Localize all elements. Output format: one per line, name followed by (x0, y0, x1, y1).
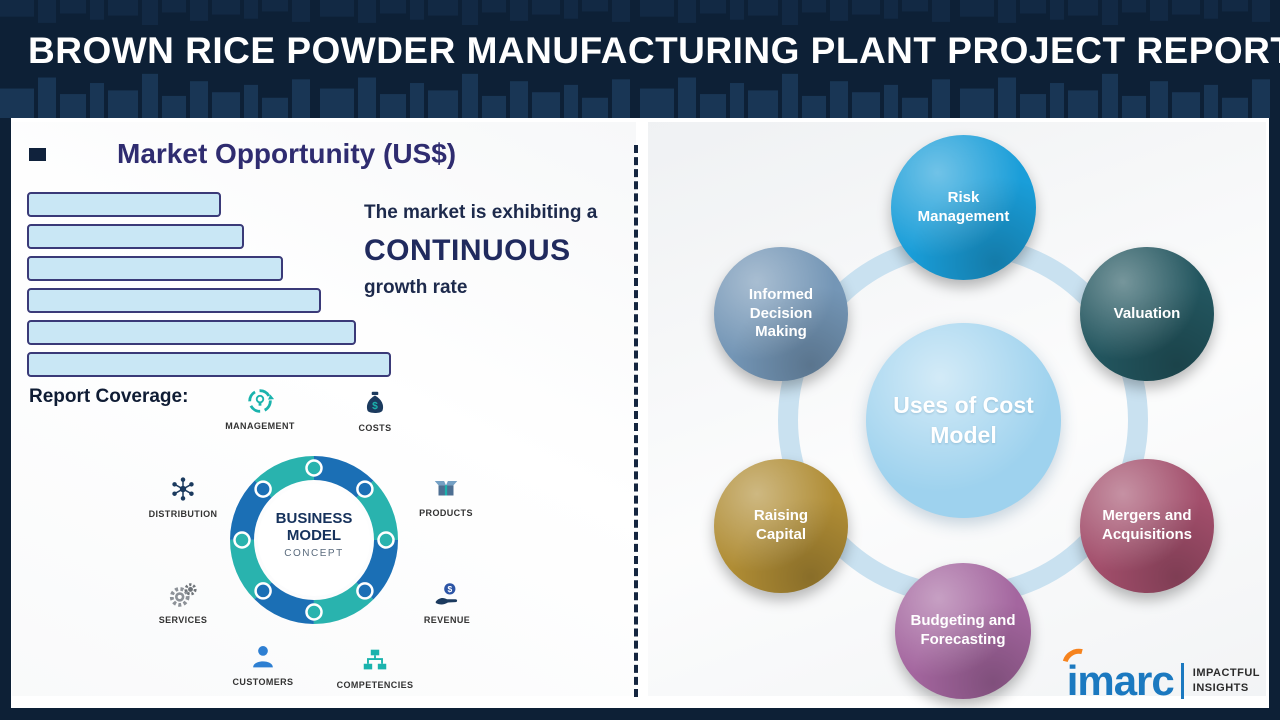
caption-line-1: The market is exhibiting a (364, 202, 598, 223)
frame-edge-left (0, 118, 11, 720)
hub-node-label: Raising Capital (753, 507, 809, 543)
bar (27, 256, 283, 281)
bm-item-costs: $ COSTS (329, 388, 421, 433)
hub-center-label: Uses of Cost Model (893, 391, 1034, 448)
bm-item-revenue: $ REVENUE (401, 580, 493, 625)
bar (27, 288, 321, 313)
distribution-icon (137, 474, 229, 506)
hub-node-label: Risk Management (917, 188, 1010, 225)
hub-node-label: Valuation (1113, 304, 1181, 322)
bm-item-management: MANAGEMENT (214, 386, 306, 431)
hub-node-budgeting-forecasting: Budgeting and Forecasting (895, 563, 1031, 699)
logo-wordmark: imarc (1056, 643, 1175, 704)
business-model-center: BUSINESS MODEL CONCEPT (254, 510, 374, 559)
competencies-icon (329, 645, 421, 677)
tagline-line2: INSIGHTS (1192, 682, 1249, 694)
hub-node-label: Informed Decision Making (748, 285, 814, 341)
bm-item-services: SERVICES (137, 580, 229, 625)
hub-node-valuation: Valuation (1080, 247, 1214, 381)
market-growth-bar-chart (27, 192, 391, 384)
hub-node-risk-management: Risk Management (891, 135, 1036, 280)
bm-item-products: PRODUCTS (400, 473, 492, 518)
market-opportunity-panel: Market Opportunity (US$) The market is e… (11, 118, 638, 708)
bm-item-label: SERVICES (158, 615, 208, 625)
products-icon (400, 473, 492, 505)
caption-emphasis: CONTINUOUS (364, 234, 571, 267)
bm-item-distribution: DISTRIBUTION (137, 474, 229, 519)
tagline-line1: IMPACTFUL (1192, 667, 1260, 680)
header-banner: BROWN RICE POWDER MANUFACTURING PLANT PR… (0, 0, 1280, 118)
city-skyline-icon (0, 73, 1270, 118)
hub-node-mergers-acquisitions: Mergers and Acquisitions (1080, 459, 1214, 593)
bm-item-customers: CUSTOMERS (217, 642, 309, 687)
city-skyline-top-icon (0, 0, 1270, 25)
frame-edge-right (1269, 118, 1280, 720)
bm-item-label: COSTS (358, 423, 392, 433)
bm-center-line2: MODEL (286, 527, 342, 545)
logo-divider (1180, 663, 1184, 699)
bm-item-label: CUSTOMERS (232, 677, 294, 687)
management-icon (214, 386, 306, 418)
uses-of-cost-model-panel: Uses of Cost Model Risk Management Valua… (638, 118, 1269, 708)
hub-center: Uses of Cost Model (866, 323, 1061, 518)
customers-icon (217, 642, 309, 674)
revenue-icon: $ (401, 580, 493, 612)
page-title: BROWN RICE POWDER MANUFACTURING PLANT PR… (28, 30, 1280, 71)
bar (27, 320, 356, 345)
bm-item-competencies: COMPETENCIES (329, 645, 421, 690)
market-caption: The market is exhibiting a CONTINUOUS gr… (364, 202, 636, 299)
panel-divider (634, 145, 638, 697)
hub-node-label: Mergers and Acquisitions (1101, 507, 1192, 543)
logo-tagline: IMPACTFUL INSIGHTS (1193, 666, 1260, 696)
bm-item-label: COMPETENCIES (336, 680, 414, 690)
imarc-logo: imarc IMPACTFUL INSIGHTS (1056, 643, 1260, 704)
bm-center-line1: BUSINESS (275, 510, 353, 527)
decorative-square (29, 148, 46, 161)
hub-node-informed-decision-making: Informed Decision Making (714, 247, 848, 381)
bm-item-label: REVENUE (423, 615, 471, 625)
bm-item-label: PRODUCTS (419, 508, 473, 518)
bm-item-label: MANAGEMENT (225, 421, 295, 431)
services-icon (137, 580, 229, 612)
svg-text:$: $ (447, 584, 452, 594)
hub-node-label: Budgeting and Forecasting (910, 612, 1016, 648)
bar (27, 192, 221, 217)
costs-icon: $ (329, 388, 421, 420)
report-coverage-label: Report Coverage: (29, 386, 189, 407)
svg-text:$: $ (372, 401, 378, 412)
market-opportunity-title: Market Opportunity (US$) (117, 138, 457, 169)
frame-edge-bottom (0, 708, 1280, 720)
bar (27, 224, 244, 249)
caption-line-2: growth rate (364, 277, 468, 298)
business-model-ring (230, 456, 398, 624)
bar (27, 352, 391, 377)
bm-item-label: DISTRIBUTION (148, 509, 218, 519)
logo-text: imarc (1066, 657, 1175, 704)
bm-center-line3: CONCEPT (284, 547, 344, 559)
hub-node-raising-capital: Raising Capital (714, 459, 848, 593)
